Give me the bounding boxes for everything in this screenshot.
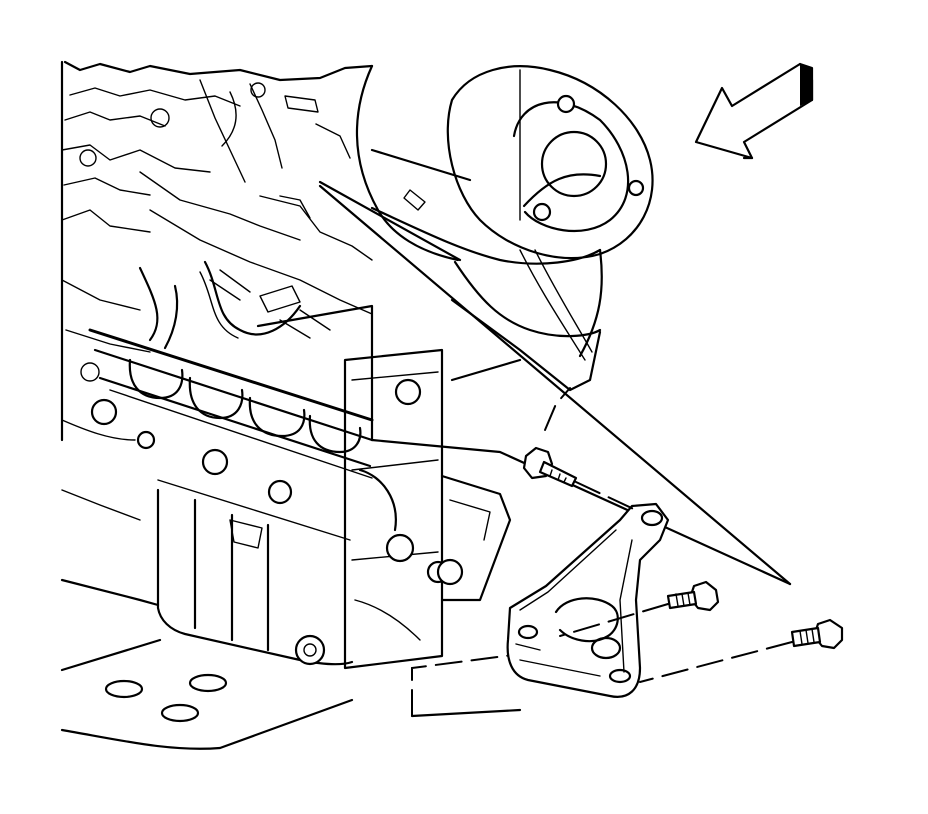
detail-inset-frame [256, 304, 512, 670]
bolt-upper [522, 446, 641, 513]
mount-bracket [506, 502, 670, 698]
oil-pan [60, 479, 354, 750]
engine-block [60, 60, 460, 521]
direction-arrow-icon [694, 62, 814, 160]
bolt-middle [559, 580, 720, 637]
exhaust-manifold [80, 266, 374, 505]
steering-rack-bellows [446, 65, 654, 260]
bolt-lower [639, 618, 844, 683]
transmission-housing [318, 148, 603, 392]
